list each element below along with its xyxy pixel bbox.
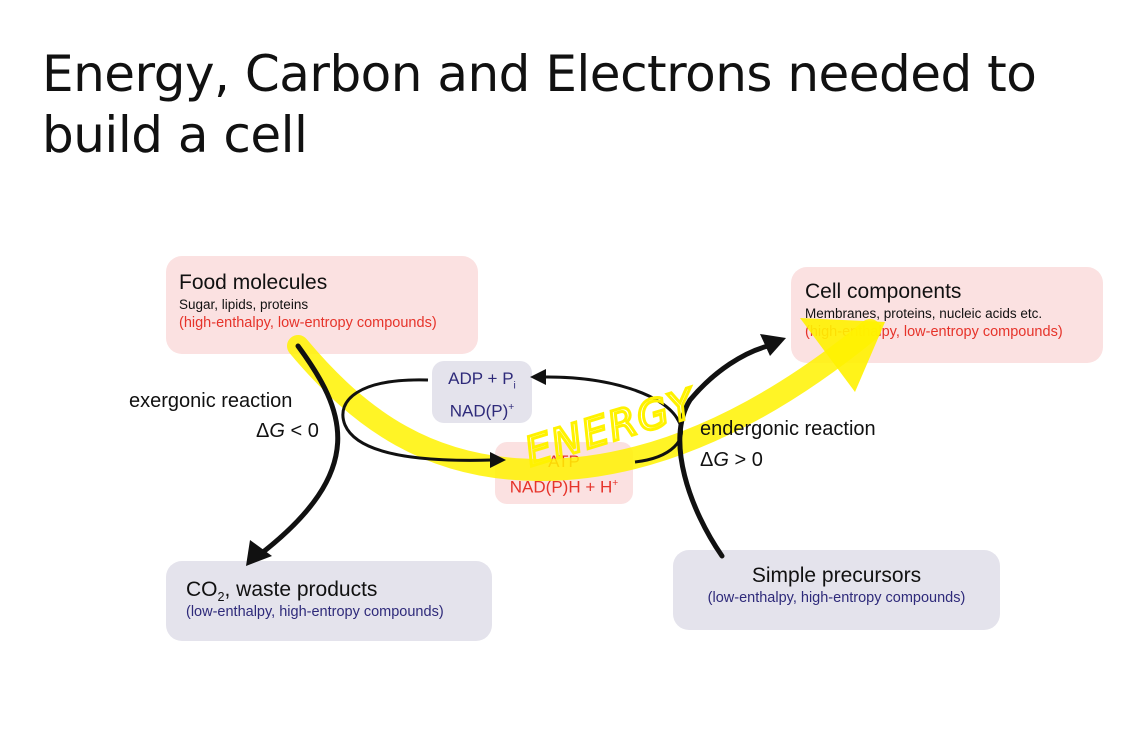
food-molecules-box: Food molecules Sugar, lipids, proteins (… xyxy=(166,256,478,354)
waste-products-box: CO2, waste products (low-enthalpy, high-… xyxy=(166,561,492,641)
food-molecules-detail: Sugar, lipids, proteins xyxy=(179,297,309,312)
waste-products-heading: CO2, waste products xyxy=(186,578,378,605)
atp-formation-arrowhead xyxy=(490,452,506,468)
exergonic-label: exergonic reaction xyxy=(129,390,293,412)
adp-label: ADP + Pi xyxy=(448,369,516,392)
endergonic-delta-g: ΔG > 0 xyxy=(700,449,763,471)
simple-precursors-box: Simple precursors (low-enthalpy, high-en… xyxy=(673,550,1000,630)
energy-highlight-arrowhead xyxy=(800,318,885,392)
food-molecules-heading: Food molecules xyxy=(179,271,328,294)
food-molecules-note: (high-enthalpy, low-entropy compounds) xyxy=(179,315,437,331)
waste-products-note: (low-enthalpy, high-entropy compounds) xyxy=(186,604,444,621)
exergonic-arrow xyxy=(255,343,341,559)
cell-components-heading: Cell components xyxy=(805,280,962,303)
simple-precursors-heading: Simple precursors xyxy=(751,564,922,587)
nadp-oxidized-label: NAD(P)+ xyxy=(449,402,515,422)
low-energy-carriers-box: ADP + Pi NAD(P)+ xyxy=(432,361,532,423)
slide-title: Energy, Carbon and Electrons needed to b… xyxy=(42,45,1037,164)
nadph-label: NAD(P)H + H+ xyxy=(509,477,619,497)
endergonic-arrowhead xyxy=(760,334,786,356)
cell-components-detail: Membranes, proteins, nucleic acids etc. xyxy=(805,306,1043,321)
exergonic-delta-g: ΔG < 0 xyxy=(256,420,319,442)
endergonic-label: endergonic reaction xyxy=(700,418,876,440)
atp-consumption-arrow xyxy=(541,375,683,464)
exergonic-arrowhead xyxy=(246,540,272,566)
simple-precursors-note: (low-enthalpy, high-entropy compounds) xyxy=(707,590,966,606)
energy-highlight-stroke xyxy=(287,319,881,482)
atp-formation-arrow xyxy=(341,378,493,462)
atp-consumption-arrowhead xyxy=(530,369,546,385)
endergonic-arrow xyxy=(677,343,771,559)
